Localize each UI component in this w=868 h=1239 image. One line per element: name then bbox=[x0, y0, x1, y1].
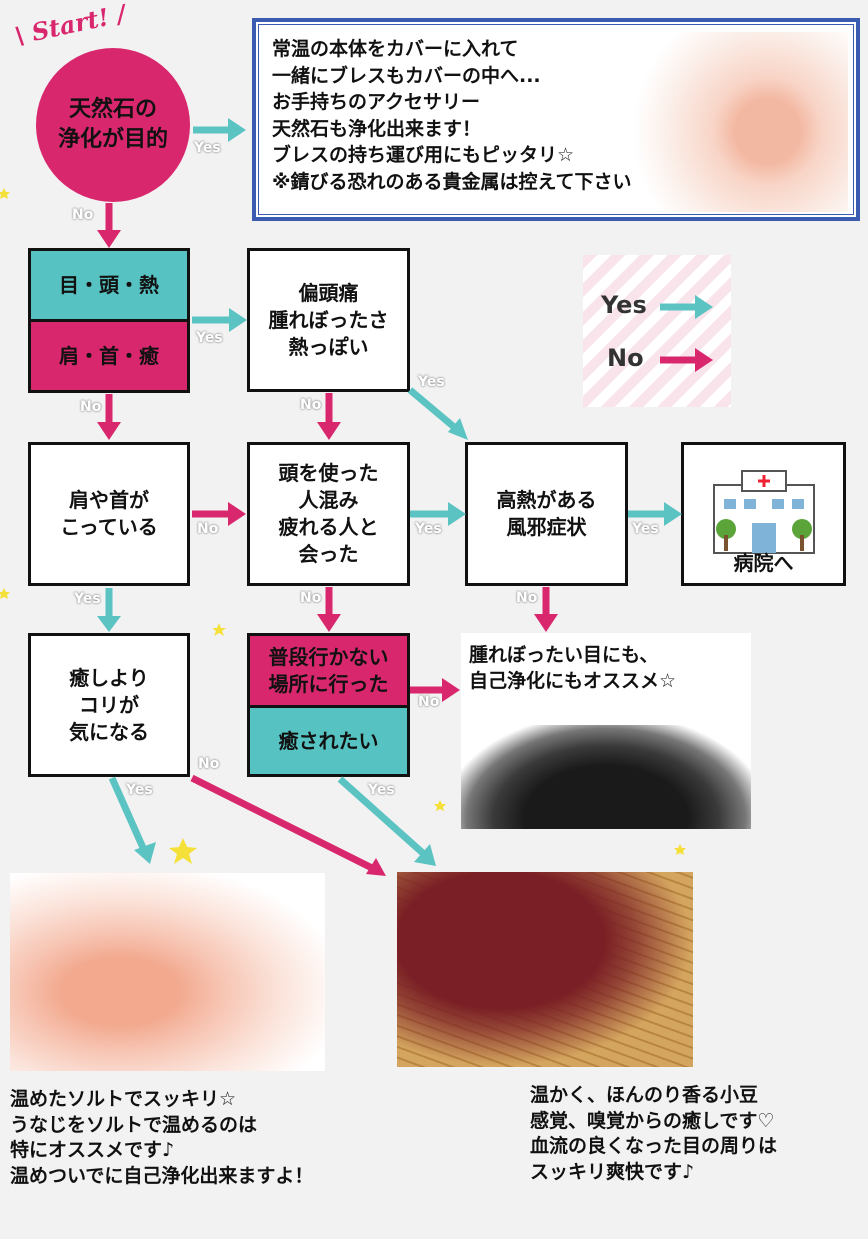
edge-label-no: No bbox=[72, 207, 94, 223]
arrow-yes-want-beans bbox=[337, 776, 428, 858]
edge-label-no: No bbox=[80, 399, 102, 415]
bean-caption: 温かく、ほんのり香る小豆 感覚、嗅覚からの癒しです♡ 血流の良くなった目の周りは… bbox=[530, 1084, 778, 1183]
edge-label-yes: Yes bbox=[418, 374, 445, 390]
obsidian-panel: 腫れぼったい目にも、 自己浄化にもオススメ☆ bbox=[461, 633, 751, 829]
salt-bowl-image bbox=[618, 32, 848, 212]
edge-label-yes: Yes bbox=[194, 140, 221, 156]
hospital-label: 病院へ bbox=[733, 551, 794, 575]
star-icon bbox=[0, 188, 10, 199]
obsidian-chips-image bbox=[461, 725, 751, 829]
legend-no-label: No bbox=[607, 344, 644, 372]
node-hospital: 病院へ bbox=[681, 442, 846, 586]
top-note-text: 常温の本体をカバーに入れて 一緒にブレスもカバーの中へ... お手持ちのアクセサ… bbox=[272, 38, 632, 193]
star-icon bbox=[434, 800, 446, 811]
node-stiff-shoulders: 肩や首が こっている bbox=[28, 442, 190, 586]
edge-label-yes: Yes bbox=[632, 521, 659, 537]
edge-label-yes: Yes bbox=[74, 591, 101, 607]
node-shoulder-neck-heal: 肩・首・癒 bbox=[28, 319, 190, 393]
start-question: 天然石の 浄化が目的 bbox=[57, 97, 168, 152]
arrow-yes-headache-fever bbox=[407, 387, 463, 435]
node-eye-head-fever: 目・頭・熱 bbox=[28, 248, 190, 322]
arrow-no-heal-beans bbox=[190, 774, 374, 872]
legend-yes-label: Yes bbox=[601, 291, 647, 319]
start-circle: 天然石の 浄化が目的 bbox=[36, 48, 190, 202]
edge-label-yes: Yes bbox=[415, 521, 442, 537]
node-want-healing: 癒されたい bbox=[247, 705, 410, 777]
star-icon bbox=[212, 623, 226, 636]
top-note-panel: 常温の本体をカバーに入れて 一緒にブレスもカバーの中へ... お手持ちのアクセサ… bbox=[252, 18, 860, 221]
edge-label-no: No bbox=[300, 397, 322, 413]
edge-label-yes: Yes bbox=[368, 782, 395, 798]
edge-label-yes: Yes bbox=[196, 330, 223, 346]
star-icon bbox=[169, 838, 197, 864]
star-icon bbox=[674, 844, 686, 855]
salt-caption: 温めたソルトでスッキリ☆ うなじをソルトで温めるのは 特にオススメです♪ 温めつ… bbox=[10, 1088, 314, 1187]
azuki-beans-image bbox=[397, 872, 693, 1067]
node-headache: 偏頭痛 腫れぼったさ 熱っぽい bbox=[247, 248, 410, 392]
obsidian-caption: 腫れぼったい目にも、 自己浄化にもオススメ☆ bbox=[469, 644, 677, 692]
arrow-yes-heal-salt bbox=[108, 776, 148, 852]
node-fever-cold: 高熱がある 風邪症状 bbox=[465, 442, 628, 586]
edge-label-no: No bbox=[516, 590, 538, 606]
edge-label-no: No bbox=[197, 521, 219, 537]
node-rather-than-heal: 癒しより コリが 気になる bbox=[28, 633, 190, 777]
legend: Yes No bbox=[583, 255, 731, 407]
hospital-icon bbox=[713, 470, 815, 554]
node-crowd-tired: 頭を使った 人混み 疲れる人と 会った bbox=[247, 442, 410, 586]
edge-label-yes: Yes bbox=[126, 782, 153, 798]
edge-label-no: No bbox=[418, 694, 440, 710]
star-icon bbox=[0, 588, 10, 599]
edge-label-no: No bbox=[198, 756, 220, 772]
pink-salt-image bbox=[10, 873, 325, 1071]
edge-label-no: No bbox=[300, 590, 322, 606]
